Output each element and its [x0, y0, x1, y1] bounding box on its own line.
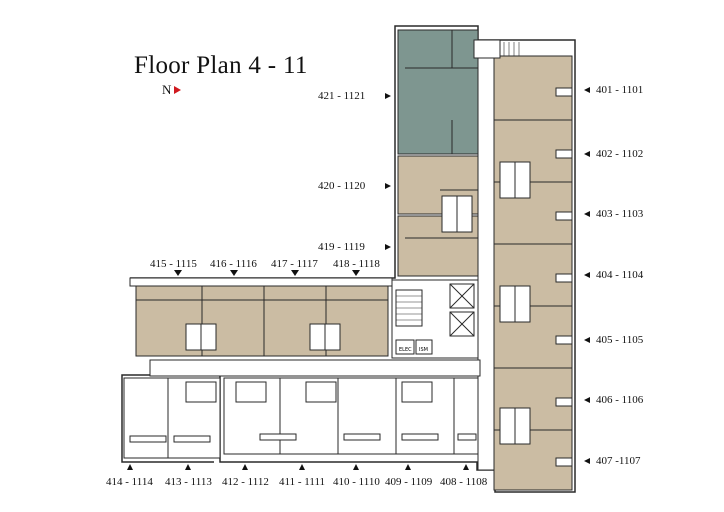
- unit-label-419: 419 - 1119: [318, 241, 365, 253]
- unit-label-402: 402 - 1102: [596, 148, 644, 160]
- north-label: N: [162, 82, 172, 97]
- unit-label-411: 411 - 1111: [279, 476, 326, 488]
- unit-label-421: 421 - 1121: [318, 90, 366, 102]
- west-upper-row: [129, 277, 393, 357]
- north-arrow-icon: [174, 86, 182, 94]
- core: [391, 39, 520, 359]
- unit-421-block: [397, 29, 479, 155]
- unit-414-block: [123, 377, 169, 459]
- unit-label-407: 407 -1107: [596, 455, 641, 467]
- unit-label-409: 409 - 1109: [385, 476, 433, 488]
- unit-label-404: 404 - 1104: [596, 269, 644, 281]
- north-tower: [397, 29, 479, 277]
- unit-label-416: 416 - 1116: [210, 258, 257, 270]
- unit-label-417: 417 - 1117: [271, 258, 318, 270]
- unit-label-405: 405 - 1105: [596, 334, 644, 346]
- ism-room-tag: ISM: [419, 347, 428, 353]
- unit-label-408: 408 - 1108: [440, 476, 488, 488]
- corridor-west-lower: [149, 359, 481, 377]
- unit-label-418: 418 - 1118: [333, 258, 380, 270]
- unit-label-401: 401 - 1101: [596, 84, 644, 96]
- corridor-west-upper: [129, 277, 393, 287]
- elec-room-tag: ELEC: [399, 347, 412, 353]
- unit-label-413: 413 - 1113: [165, 476, 212, 488]
- unit-410-block: [337, 377, 397, 455]
- corridor-east: [477, 39, 495, 471]
- west-lower-row: [123, 359, 481, 459]
- north-indicator: N: [162, 82, 182, 98]
- unit-408-block: [453, 377, 479, 455]
- unit-label-420: 420 - 1120: [318, 180, 366, 192]
- unit-label-410: 410 - 1110: [333, 476, 380, 488]
- unit-label-414: 414 - 1114: [106, 476, 153, 488]
- unit-label-412: 412 - 1112: [222, 476, 269, 488]
- unit-label-403: 403 - 1103: [596, 208, 644, 220]
- page-title: Floor Plan 4 - 11: [134, 52, 308, 79]
- unit-label-406: 406 - 1106: [596, 394, 644, 406]
- east-wing: [477, 39, 573, 491]
- unit-markers: [127, 87, 590, 470]
- unit-label-415: 415 - 1115: [150, 258, 197, 270]
